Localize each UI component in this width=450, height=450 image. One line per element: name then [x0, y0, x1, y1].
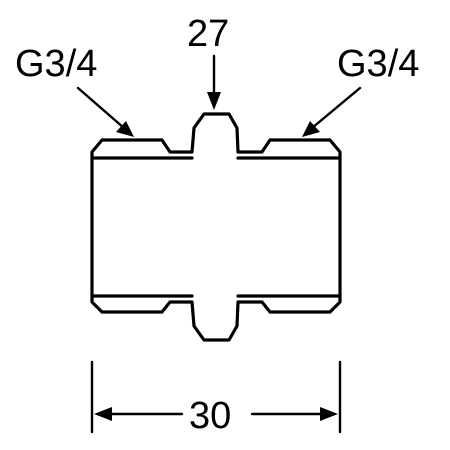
- label-dimension-width: 30: [189, 395, 231, 437]
- fitting-outline: [90, 112, 342, 342]
- center-leader-arrowhead: [207, 92, 221, 110]
- label-right-thread: G3/4: [337, 43, 419, 85]
- label-center-hex: 27: [187, 13, 229, 55]
- label-left-thread: G3/4: [15, 43, 97, 85]
- right-leader-arrowhead: [302, 121, 320, 137]
- right-leader-line: [310, 86, 362, 130]
- left-leader-line: [76, 86, 126, 130]
- left-leader-arrowhead: [116, 121, 134, 137]
- dimension-arrowhead-left: [94, 407, 112, 421]
- dimension-arrowhead-right: [320, 407, 338, 421]
